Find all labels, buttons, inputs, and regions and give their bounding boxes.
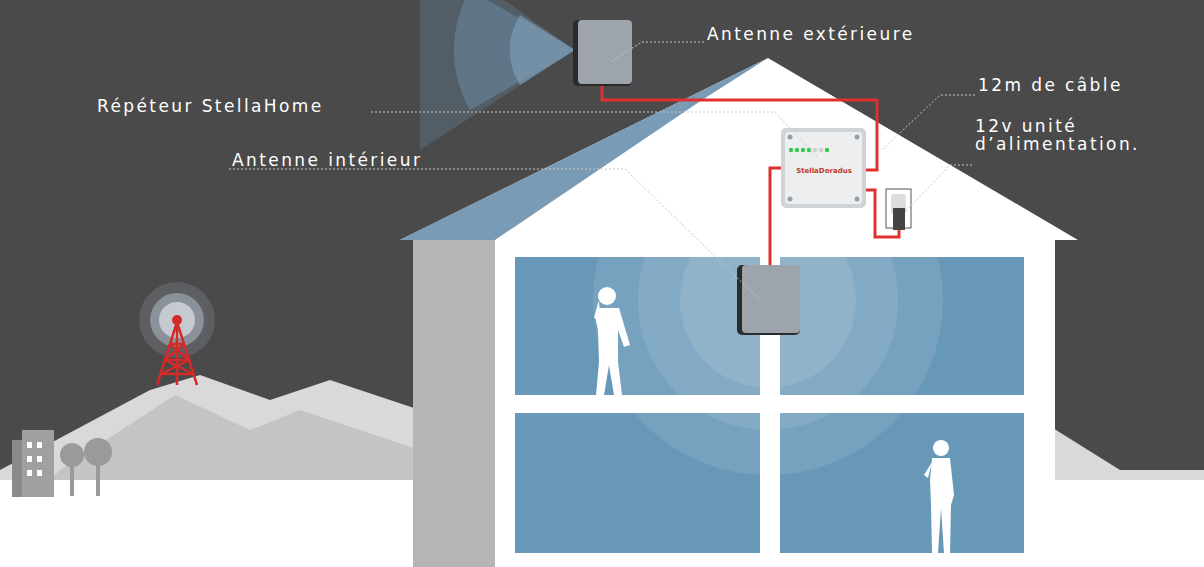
callout-label: Répéteur StellaHome: [97, 98, 324, 116]
callout-label: Antenne extérieure: [707, 26, 915, 44]
callout-label: 12v unité d’alimentation.: [975, 118, 1175, 154]
callout-label: 12m de câble: [978, 77, 1123, 95]
callout-label: Antenne intérieur: [232, 152, 422, 170]
repeater-box: StellaDoradus: [786, 156, 862, 186]
brand-text: StellaDoradus: [796, 167, 852, 175]
